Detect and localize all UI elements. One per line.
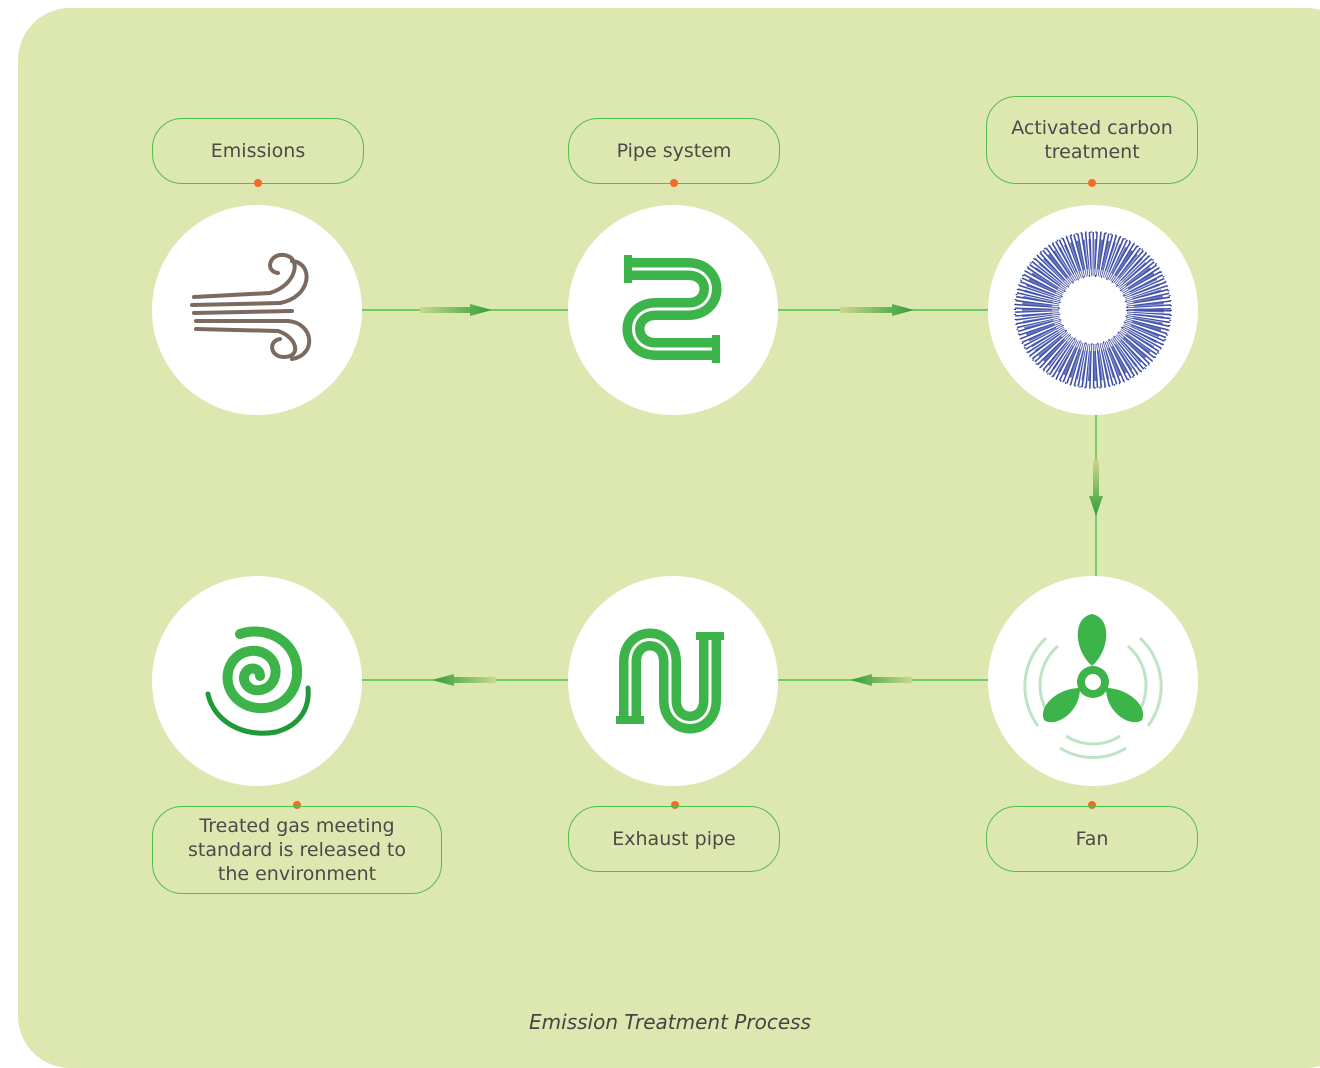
arrow-carbon-to-fan bbox=[1089, 412, 1103, 578]
label-fan-text: Fan bbox=[1075, 828, 1109, 850]
diagram-panel bbox=[18, 8, 1320, 1068]
label-activated-carbon-text: Activated carbon treatment bbox=[1011, 117, 1173, 163]
circle-released bbox=[152, 576, 362, 786]
dot-exhaust-pipe bbox=[671, 801, 679, 809]
circle-fan bbox=[988, 576, 1198, 786]
label-exhaust-pipe-text: Exhaust pipe bbox=[612, 828, 736, 850]
label-emissions-text: Emissions bbox=[210, 140, 306, 162]
diagram-caption: Emission Treatment Process bbox=[529, 1010, 811, 1034]
label-pipe-system-text: Pipe system bbox=[616, 140, 732, 162]
arrow-pipe-to-carbon bbox=[776, 304, 990, 316]
label-pipe-system: Pipe system bbox=[568, 118, 780, 184]
arrow-fan-to-exhaust bbox=[776, 674, 990, 686]
circle-pipe-system bbox=[568, 205, 778, 415]
dot-released bbox=[293, 801, 301, 809]
fan-icon bbox=[1023, 614, 1163, 759]
dot-pipe-system bbox=[670, 179, 678, 187]
pipe-icon bbox=[622, 255, 722, 363]
dot-emissions bbox=[254, 179, 262, 187]
label-released: Treated gas meeting standard is released… bbox=[152, 806, 442, 894]
circle-exhaust-pipe bbox=[568, 576, 778, 786]
label-activated-carbon: Activated carbon treatment bbox=[986, 96, 1198, 184]
arrow-exhaust-to-release bbox=[362, 674, 568, 686]
circle-emissions bbox=[152, 205, 362, 415]
carbon-ring-icon bbox=[1014, 231, 1172, 389]
label-fan: Fan bbox=[986, 806, 1198, 872]
label-released-text: Treated gas meeting standard is released… bbox=[188, 815, 406, 885]
wind-icon bbox=[190, 252, 312, 361]
arrow-emissions-to-pipe bbox=[362, 304, 568, 316]
dot-activated-carbon bbox=[1088, 179, 1096, 187]
label-exhaust-pipe: Exhaust pipe bbox=[568, 806, 780, 872]
circle-activated-carbon bbox=[988, 205, 1198, 415]
spiral-icon bbox=[205, 626, 311, 736]
dot-fan bbox=[1088, 801, 1096, 809]
label-emissions: Emissions bbox=[152, 118, 364, 184]
exhaust-pipe-icon bbox=[616, 628, 724, 734]
